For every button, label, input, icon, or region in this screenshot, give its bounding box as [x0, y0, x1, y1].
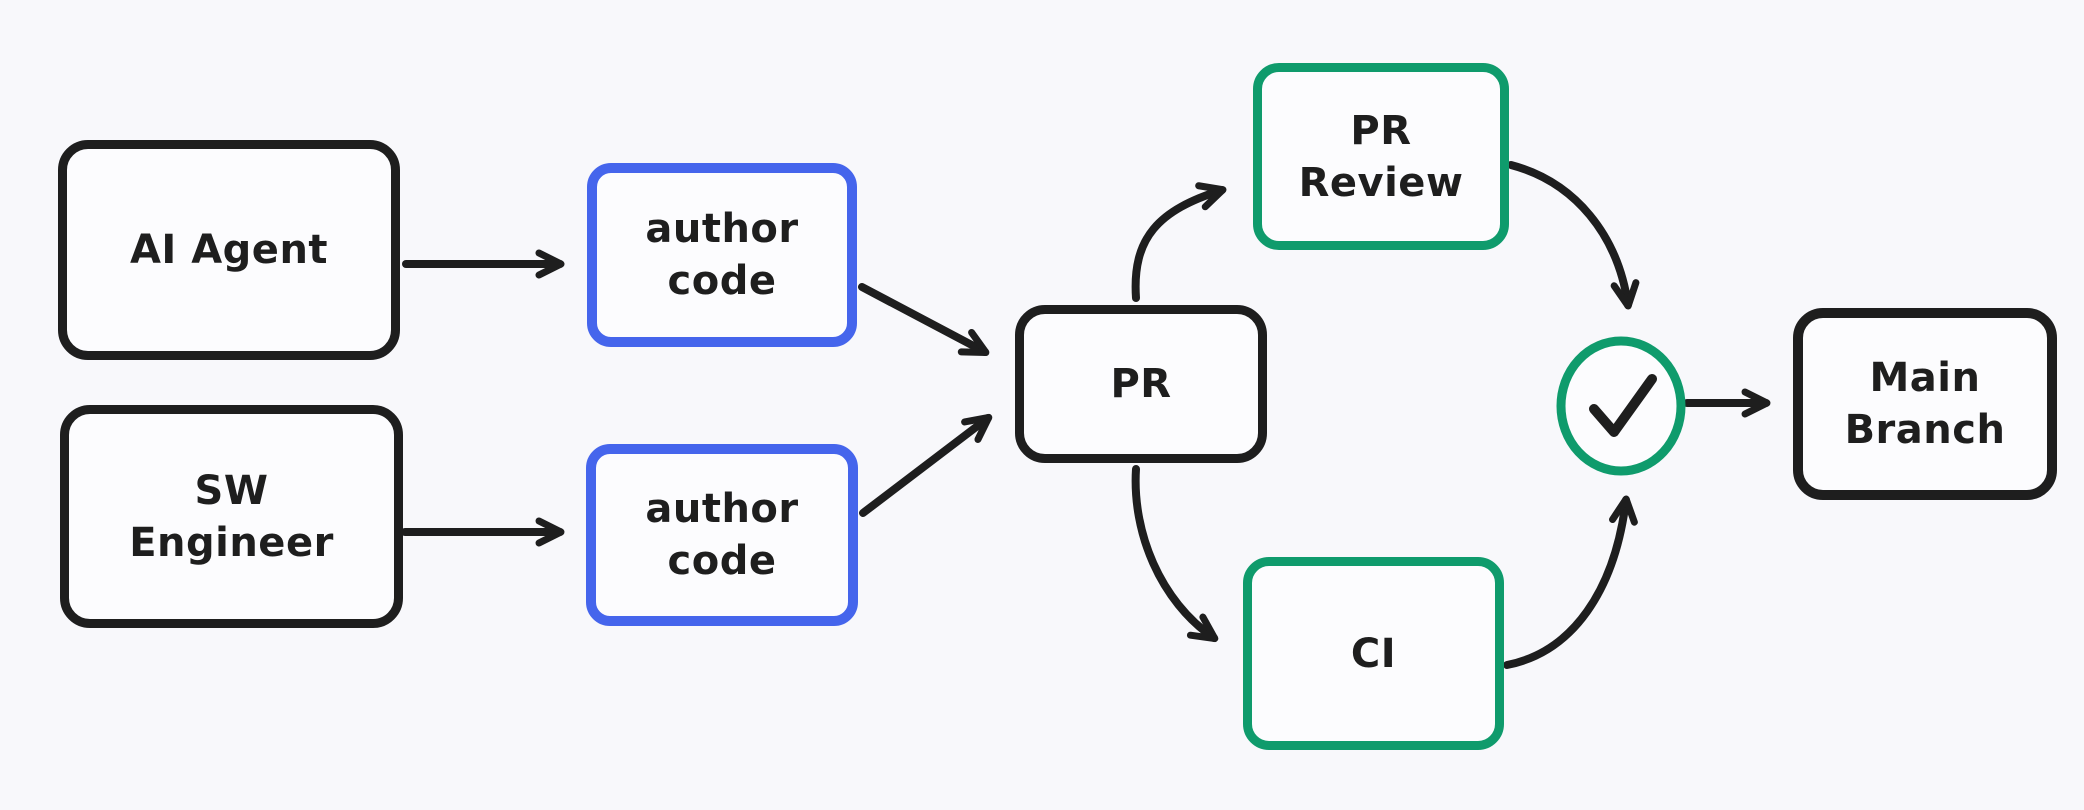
node-sw-engineer: SW Engineer	[60, 405, 403, 628]
node-approval	[1556, 336, 1686, 476]
edge-author-code-bottom-to-pr	[859, 413, 993, 517]
node-main-branch-label: Main Branch	[1844, 355, 2006, 453]
node-pr-review-label: PR Review	[1298, 107, 1464, 206]
node-pr: PR	[1015, 305, 1267, 463]
edge-author-code-top-to-pr	[858, 283, 990, 356]
approval-circle	[1556, 336, 1686, 476]
node-pr-label: PR	[1110, 361, 1172, 407]
check-icon	[1589, 374, 1657, 437]
node-ai-agent: AI Agent	[58, 140, 400, 360]
edge-pr-to-ci	[1131, 465, 1219, 643]
node-ci: CI	[1243, 557, 1504, 750]
edge-pr-review-to-approval	[1507, 161, 1640, 310]
node-author-code-bottom: author code	[586, 444, 858, 626]
node-ci-label: CI	[1350, 630, 1397, 677]
node-main-branch: Main Branch	[1793, 308, 2057, 500]
node-pr-review: PR Review	[1253, 63, 1509, 250]
node-ai-agent-label: AI Agent	[129, 227, 329, 273]
edge-ci-to-approval	[1503, 495, 1638, 669]
node-sw-engineer-label: SW Engineer	[129, 467, 334, 566]
node-author-code-bottom-label: author code	[645, 486, 799, 584]
node-author-code-top: author code	[587, 163, 857, 347]
node-author-code-top-label: author code	[645, 206, 799, 304]
edge-pr-to-pr-review	[1131, 182, 1227, 302]
